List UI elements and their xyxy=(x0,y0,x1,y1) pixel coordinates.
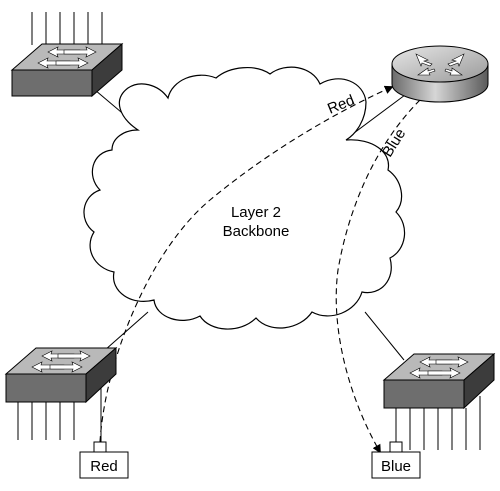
router-icon xyxy=(391,45,489,103)
red-path xyxy=(99,85,394,443)
host-icon xyxy=(371,441,421,479)
switch-icon xyxy=(4,346,118,442)
switch-icon xyxy=(10,12,124,98)
red-host-label: Red xyxy=(90,458,118,475)
link-left-switch xyxy=(104,311,149,351)
layer2-backbone-cloud xyxy=(83,66,406,330)
switch-icon xyxy=(382,352,496,450)
link-right-switch xyxy=(364,311,405,361)
cloud-label-line1: Layer 2 xyxy=(231,204,281,221)
link-router xyxy=(349,94,406,137)
blue-path-label: Blue xyxy=(379,126,409,160)
host-icon xyxy=(79,441,129,479)
blue-host-label: Blue xyxy=(381,458,411,475)
blue-path xyxy=(335,99,421,454)
cloud-label-line2: Backbone xyxy=(223,223,290,240)
